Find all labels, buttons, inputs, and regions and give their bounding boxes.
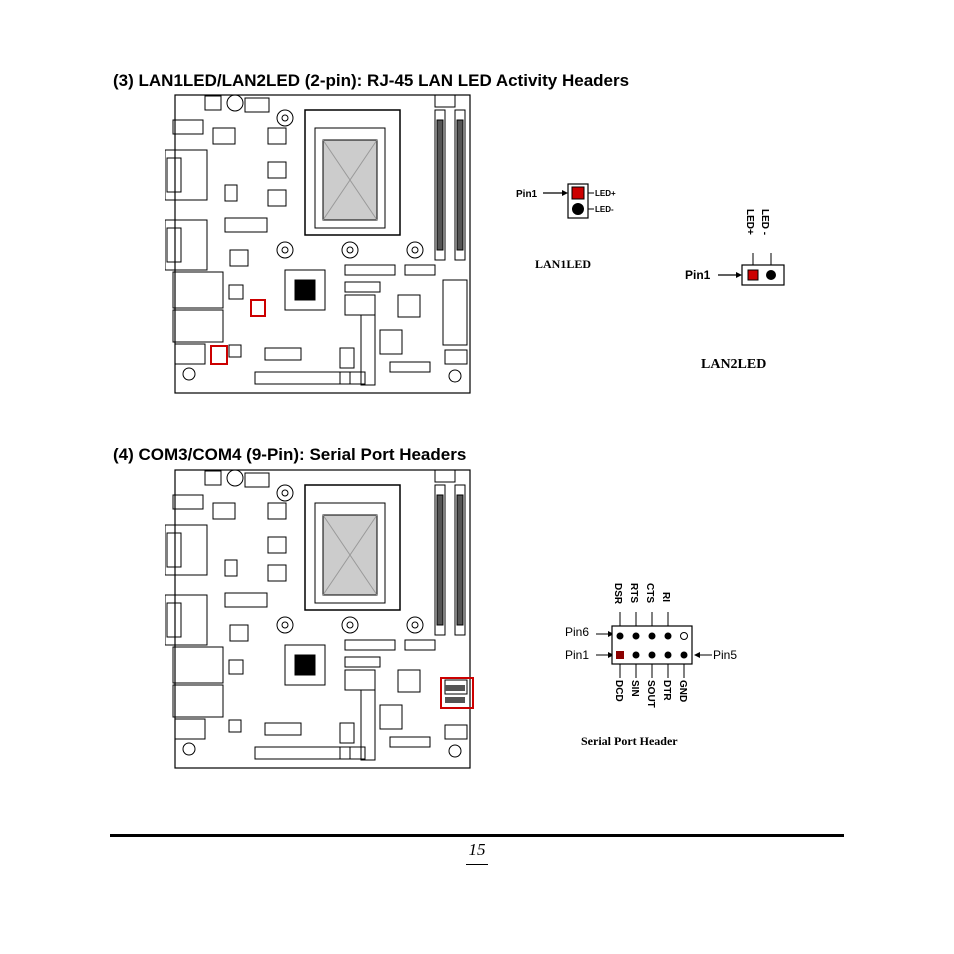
label-dsr: DSR [612,583,623,605]
lan1led-caption: LAN1LED [535,257,591,271]
section-4-heading: (4) COM3/COM4 (9-Pin): Serial Port Heade… [113,445,467,464]
label-dtr: DTR [661,680,672,701]
lan2-led-minus-label: LED - [759,209,770,235]
lan2-pin1-label: Pin1 [685,268,711,282]
label-cts: CTS [644,583,655,603]
label-sin: SIN [629,680,640,697]
lan2led-highlight [210,345,228,365]
dimm-slots [434,109,466,261]
label-rts: RTS [628,583,639,603]
cpu-socket [276,109,424,259]
serial-header-caption: Serial Port Header [581,734,678,748]
connectors [228,264,468,386]
lan1-pin2-round [572,203,584,215]
pin6-label: Pin6 [565,625,589,639]
lan2led-caption: LAN2LED [701,357,766,372]
motherboard-diagram-lan [165,94,471,394]
label-sout: SOUT [645,680,656,708]
label-gnd: GND [677,680,688,702]
label-ri: RI [660,592,671,602]
lan1led-header-diagram: Pin1 LED+ LED- LAN1LED [516,183,616,271]
footer-rule [110,834,844,837]
pin1-label: Pin1 [565,648,589,662]
lan1-pin1-square [571,186,585,200]
lan1led-highlight [250,299,266,317]
com-header-highlight [440,677,474,709]
serial-pin1-square [616,651,624,659]
lan2-pin1-square [747,269,759,281]
top-components [204,94,456,267]
section-3-heading: (3) LAN1LED/LAN2LED (2-pin): RJ-45 LAN L… [113,71,630,90]
lan2-pin2-round [766,270,776,280]
back-panel-ports [165,119,224,381]
lan1-pin1-label: Pin1 [516,189,538,200]
chipset [284,269,326,311]
motherboard-diagram-com [165,469,474,769]
lan1-led-plus-label: LED+ [595,189,616,198]
board-outline [174,94,471,394]
page-number-underline [466,864,488,865]
lan2led-header-diagram: LED+ LED - Pin1 LAN2LED [685,209,785,372]
lan2-led-plus-label: LED+ [744,209,755,235]
pin5-label: Pin5 [713,648,737,662]
label-dcd: DCD [613,680,624,702]
serial-port-header-diagram: DSR RTS CTS RI Pin6 Pin1 Pin5 DCD SIN SO… [565,583,737,748]
page-number: 15 [468,840,486,859]
lan1-led-minus-label: LED- [595,205,614,214]
